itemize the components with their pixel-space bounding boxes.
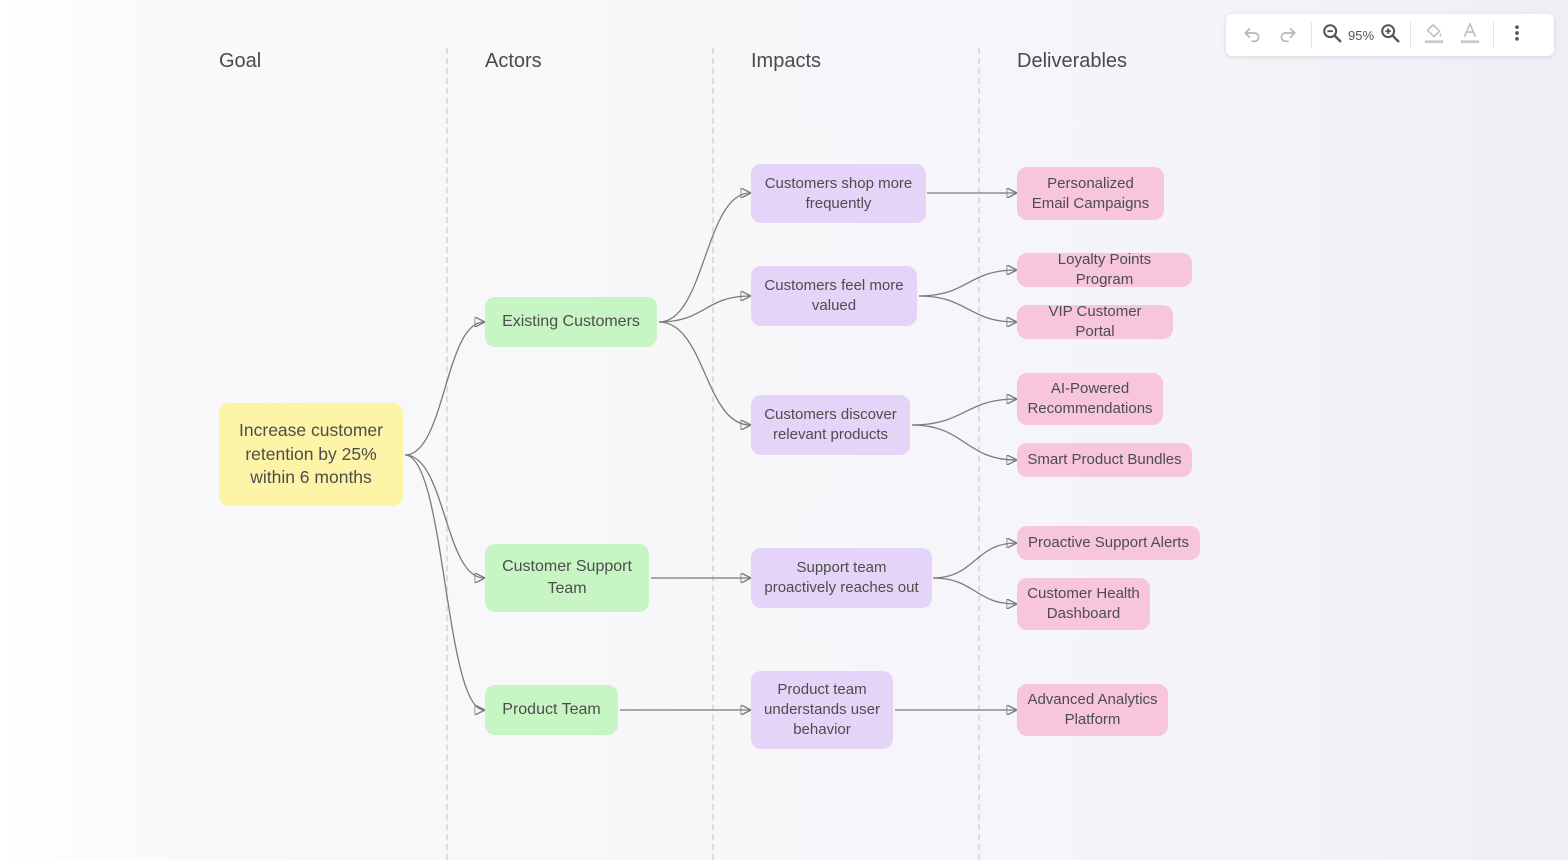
edge-feel-valued-to-loyalty-points xyxy=(918,270,1016,297)
more-options-icon xyxy=(1507,22,1527,49)
actor-node-existing-customers[interactable]: Existing Customers xyxy=(485,297,657,347)
fill-color-button[interactable] xyxy=(1416,19,1452,51)
deliverable-node-analytics-platform[interactable]: Advanced Analytics Platform xyxy=(1017,684,1168,736)
toolbar-separator xyxy=(1493,22,1494,48)
deliverable-node-ai-recommendations[interactable]: AI-Powered Recommendations xyxy=(1017,373,1163,425)
undo-button[interactable] xyxy=(1234,19,1270,51)
actor-node-product-team[interactable]: Product Team xyxy=(485,685,618,735)
edge-existing-customers-to-feel-valued xyxy=(658,296,750,323)
text-color-button[interactable] xyxy=(1452,19,1488,51)
edge-proactive-reach-to-health-dashboard xyxy=(932,577,1016,604)
edge-existing-customers-to-discover-products xyxy=(658,321,750,425)
deliverable-node-email-campaigns[interactable]: Personalized Email Campaigns xyxy=(1017,167,1164,220)
deliverable-node-vip-portal[interactable]: VIP Customer Portal xyxy=(1017,303,1173,340)
redo-icon xyxy=(1278,23,1298,48)
deliverable-node-health-dashboard[interactable]: Customer Health Dashboard xyxy=(1017,578,1150,630)
more-options-button[interactable] xyxy=(1499,19,1535,51)
column-divider xyxy=(712,48,714,860)
editor-toolbar: 95% xyxy=(1226,14,1554,56)
impact-node-understands-behavior[interactable]: Product team understands user behavior xyxy=(751,671,893,749)
column-heading-impacts: Impacts xyxy=(751,50,822,72)
edge-goal-to-product-team xyxy=(404,454,484,710)
actor-node-customer-support-team[interactable]: Customer Support Team xyxy=(485,544,649,612)
deliverable-node-support-alerts[interactable]: Proactive Support Alerts xyxy=(1017,526,1200,560)
impact-node-shop-more[interactable]: Customers shop more frequently xyxy=(751,164,926,223)
text-color-icon xyxy=(1459,21,1481,50)
edge-feel-valued-to-vip-portal xyxy=(918,295,1016,322)
deliverable-node-smart-bundles[interactable]: Smart Product Bundles xyxy=(1017,443,1192,477)
edge-discover-products-to-smart-bundles xyxy=(911,424,1016,460)
zoom-in-button[interactable] xyxy=(1375,19,1405,51)
column-heading-deliverables: Deliverables xyxy=(1017,50,1128,72)
edge-discover-products-to-ai-recommendations xyxy=(911,399,1016,426)
column-heading-goal: Goal xyxy=(219,50,262,72)
undo-icon xyxy=(1242,23,1262,48)
toolbar-separator xyxy=(1311,22,1312,48)
edge-goal-to-existing-customers xyxy=(404,322,484,456)
impact-node-proactive-reach[interactable]: Support team proactively reaches out xyxy=(751,548,932,608)
edge-goal-to-customer-support-team xyxy=(404,454,484,578)
redo-button[interactable] xyxy=(1270,19,1306,51)
column-divider xyxy=(978,48,980,860)
impact-node-feel-valued[interactable]: Customers feel more valued xyxy=(751,266,917,326)
fill-color-icon xyxy=(1423,21,1445,50)
column-heading-actors: Actors xyxy=(485,50,542,72)
goal-node[interactable]: Increase customer retention by 25% withi… xyxy=(219,403,403,506)
column-divider xyxy=(446,48,448,860)
zoom-out-icon xyxy=(1321,22,1343,49)
impact-node-discover-products[interactable]: Customers discover relevant products xyxy=(751,395,910,455)
edge-proactive-reach-to-support-alerts xyxy=(932,543,1016,579)
edge-existing-customers-to-shop-more xyxy=(658,193,750,323)
zoom-out-button[interactable] xyxy=(1317,19,1347,51)
zoom-in-icon xyxy=(1379,22,1401,49)
zoom-level-readout: 95% xyxy=(1347,27,1375,43)
toolbar-separator xyxy=(1410,22,1411,48)
deliverable-node-loyalty-points[interactable]: Loyalty Points Program xyxy=(1017,251,1192,288)
